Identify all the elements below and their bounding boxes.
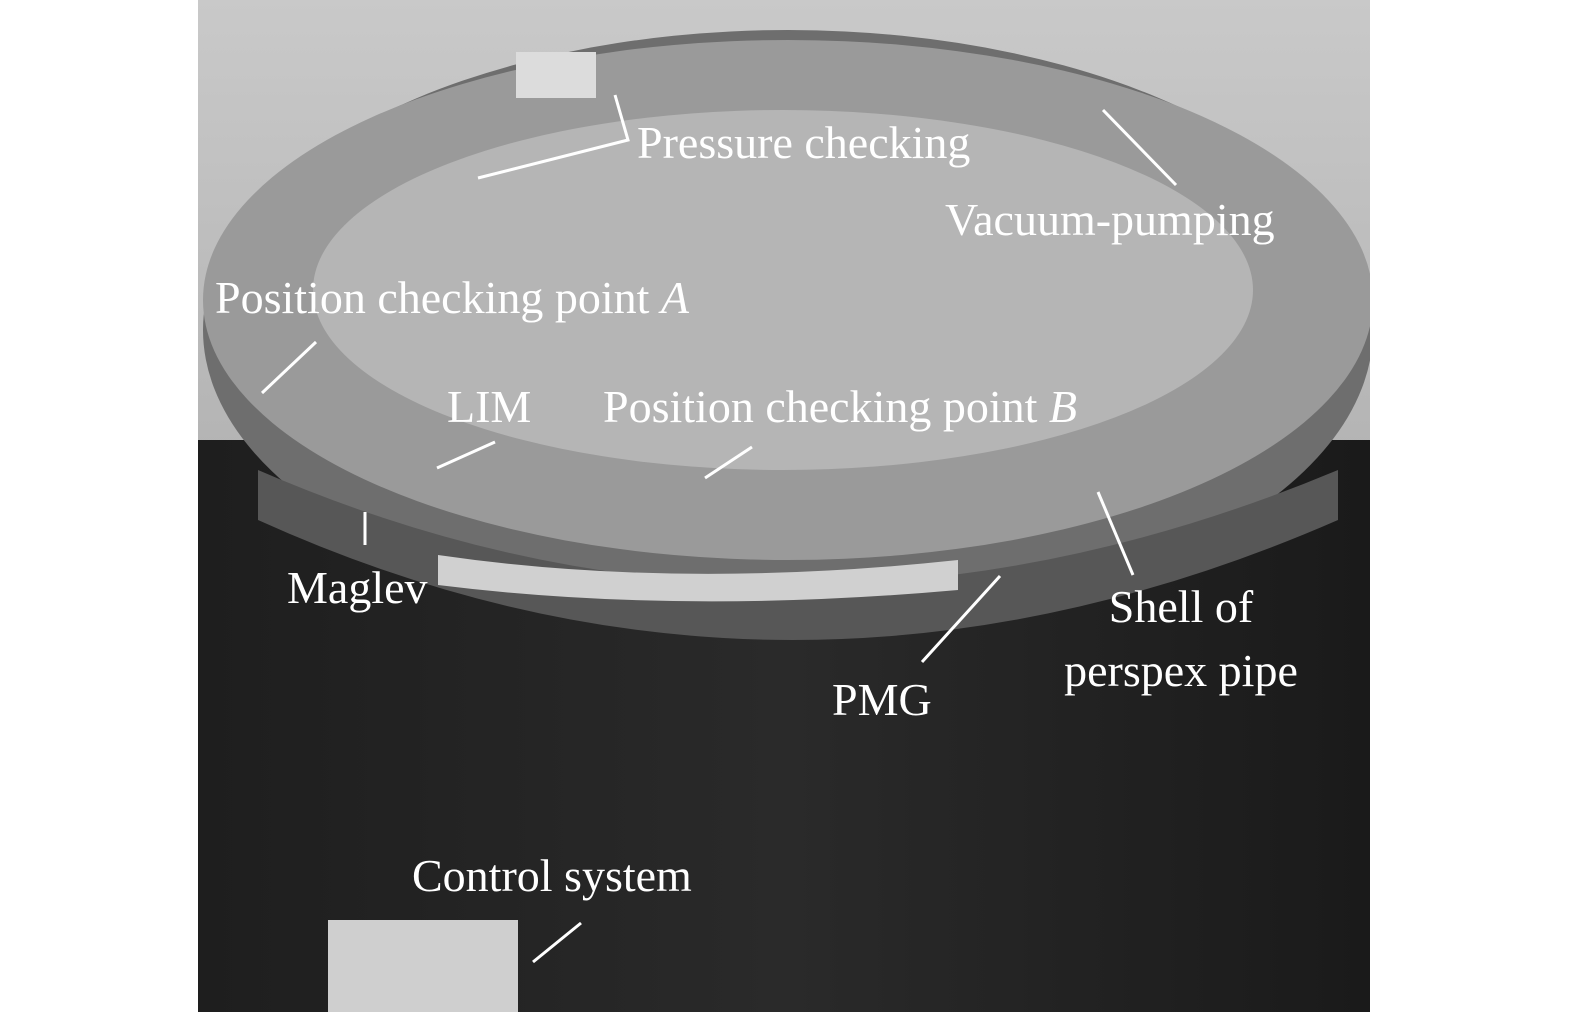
label-vacuum-pumping: Vacuum-pumping (945, 194, 1275, 245)
label-shell-line2: perspex pipe (1064, 645, 1298, 696)
pmg-leader (920, 574, 1002, 664)
label-letter: B (1048, 381, 1078, 432)
label-shell-line1: Shell of (1108, 581, 1254, 632)
label-position-point-b: Position checking point B (603, 384, 1077, 430)
label-pressure-checking: Pressure checking (637, 117, 971, 168)
label-control-system: Control system (412, 850, 692, 901)
shell-leader (1096, 491, 1135, 576)
label-maglev: Maglev (287, 562, 428, 613)
pressure-leader (477, 94, 630, 180)
label-text: Position checking point (215, 272, 650, 323)
lim-leader (436, 440, 496, 470)
label-letter: A (660, 272, 690, 323)
label-pmg: PMG (832, 674, 932, 725)
point-a-leader (260, 340, 318, 395)
experimental-ring-photo (198, 0, 1370, 1012)
point-b-leader (704, 445, 753, 480)
label-lim: LIM (447, 381, 532, 432)
control-leader (532, 921, 582, 964)
vacuum-leader (1101, 108, 1178, 187)
label-position-point-a: Position checking point A (215, 275, 689, 321)
label-text: Position checking point (603, 381, 1038, 432)
